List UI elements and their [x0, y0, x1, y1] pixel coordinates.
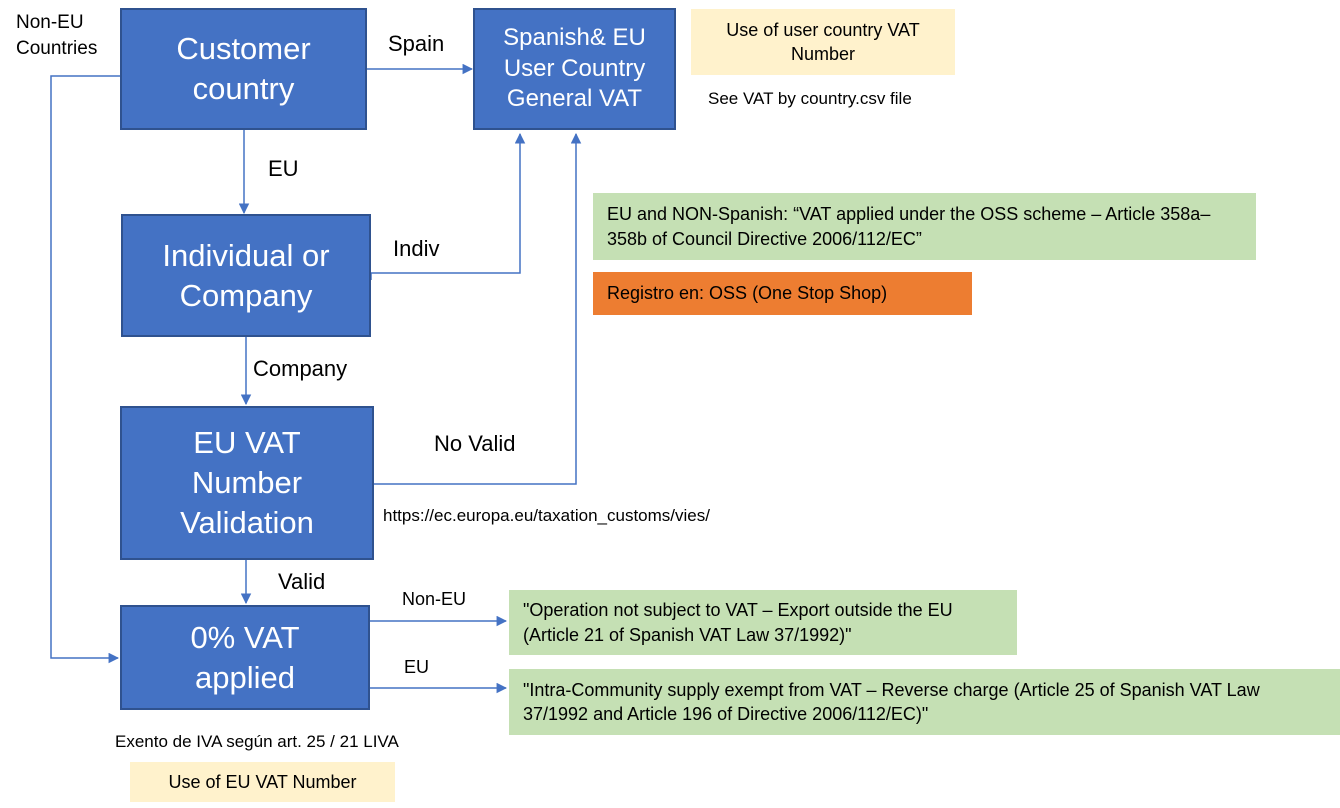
oss-scheme-text: EU and NON-Spanish: “VAT applied under t…: [607, 204, 1211, 249]
individual-company-label: Individual or Company: [162, 237, 330, 313]
vat-validation-label: EU VAT Number Validation: [180, 425, 314, 540]
eu-vat-number-note: Use of EU VAT Number: [130, 762, 395, 802]
registro-oss-note: Registro en: OSS (One Stop Shop): [593, 272, 972, 315]
customer-country-label: Customer country: [176, 31, 311, 106]
spanish-eu-vat-node: Spanish& EU User Country General VAT: [473, 8, 676, 130]
spain-label: Spain: [388, 31, 445, 56]
indiv-label: Indiv: [393, 236, 440, 261]
eu-label: EU: [268, 156, 299, 181]
individual-company-node: Individual or Company: [121, 214, 371, 337]
spanish-eu-vat-label: Spanish& EU User Country General VAT: [503, 23, 646, 113]
eu-small-label: EU: [404, 657, 430, 677]
non-eu-label: Non-EU: [402, 589, 467, 609]
registro-oss-text: Registro en: OSS (One Stop Shop): [607, 283, 888, 304]
customer-country-node: Customer country: [120, 8, 367, 130]
non-eu-countries-label: Non-EU Countries: [16, 12, 98, 59]
oss-scheme-note: EU and NON-Spanish: “VAT applied under t…: [593, 193, 1256, 260]
eu-vat-number-text: Use of EU VAT Number: [168, 771, 357, 792]
export-note: "Operation not subject to VAT – Export o…: [509, 590, 1017, 655]
vies-url: https://ec.europa.eu/taxation_customs/vi…: [383, 506, 710, 525]
no-valid-label: No Valid: [434, 431, 516, 456]
user-vat-note: Use of user country VAT Number: [691, 9, 955, 75]
zero-vat-label: 0% VAT applied: [190, 619, 300, 695]
company-label: Company: [253, 356, 348, 381]
edge-non-eu-countries: [50, 75, 120, 664]
edge-no-valid: [374, 132, 582, 485]
edge-indiv: [370, 132, 526, 280]
see-vat-note: See VAT by country.csv file: [708, 89, 912, 108]
zero-vat-node: 0% VAT applied: [120, 605, 370, 710]
intra-community-note: "Intra-Community supply exempt from VAT …: [509, 669, 1340, 735]
exento-iva-label: Exento de IVA según art. 25 / 21 LIVA: [115, 732, 399, 751]
vat-validation-node: EU VAT Number Validation: [120, 406, 374, 560]
valid-label: Valid: [278, 569, 326, 594]
